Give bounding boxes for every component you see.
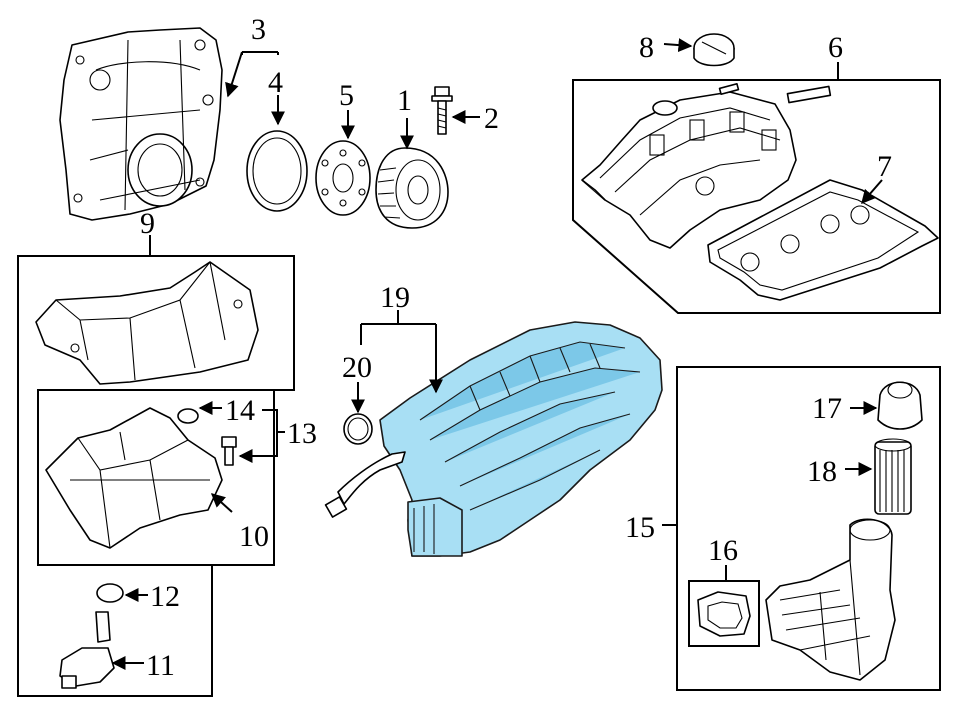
- callout-5: 5: [339, 79, 354, 112]
- oring-part-12: [96, 583, 124, 603]
- lower-pan-part: [45, 407, 223, 549]
- callout-18: 18: [807, 455, 837, 488]
- callout-7: 7: [877, 150, 892, 183]
- frame-gasket-16: [688, 580, 760, 647]
- frame-oil-filter-group: [676, 366, 941, 691]
- seal-ring-part-20: [343, 413, 373, 445]
- oil-filter-housing-part: [765, 518, 896, 681]
- valve-cover-gasket-part: [707, 179, 939, 301]
- frame-lower-pan-group: [37, 389, 275, 566]
- leader-lines: [111, 38, 883, 670]
- valve-cover-part: [581, 82, 832, 249]
- housing-gasket-part: [697, 591, 751, 637]
- callout-1: 1: [397, 84, 412, 117]
- callout-17: 17: [812, 392, 842, 425]
- frame-valve-cover-group: [572, 79, 941, 314]
- oring-part-14: [177, 408, 199, 424]
- callout-14: 14: [225, 394, 255, 427]
- callout-3: 3: [251, 13, 266, 46]
- callout-10: 10: [239, 520, 269, 553]
- callout-20: 20: [342, 351, 372, 384]
- upper-oil-pan-part: [35, 261, 259, 385]
- callout-6: 6: [828, 31, 843, 64]
- callout-13: 13: [287, 417, 317, 450]
- pulley-part: [375, 147, 449, 229]
- filler-cap-part: [693, 33, 735, 67]
- callout-19: 19: [380, 281, 410, 314]
- oil-level-sensor-part: [59, 611, 115, 689]
- bolt-part: [431, 86, 453, 135]
- drain-plug-part: [221, 436, 237, 466]
- timing-cover-part: [59, 27, 223, 221]
- callout-8: 8: [639, 31, 654, 64]
- callout-11: 11: [146, 649, 175, 682]
- spacer-disc-part: [315, 140, 371, 216]
- callout-12: 12: [150, 580, 180, 613]
- callout-2: 2: [484, 102, 499, 135]
- callout-4: 4: [268, 66, 283, 99]
- seal-ring-part: [246, 130, 308, 212]
- callout-15: 15: [625, 511, 655, 544]
- callout-labels: 1 2 3 4 5 6 7 8 9 10 11 12 13 14 15 16 1…: [140, 13, 892, 682]
- callout-9: 9: [140, 207, 155, 240]
- callout-16: 16: [708, 534, 738, 567]
- filter-cap-part: [877, 381, 923, 430]
- intake-manifold-part: [324, 321, 663, 557]
- oil-filter-part: [874, 438, 912, 515]
